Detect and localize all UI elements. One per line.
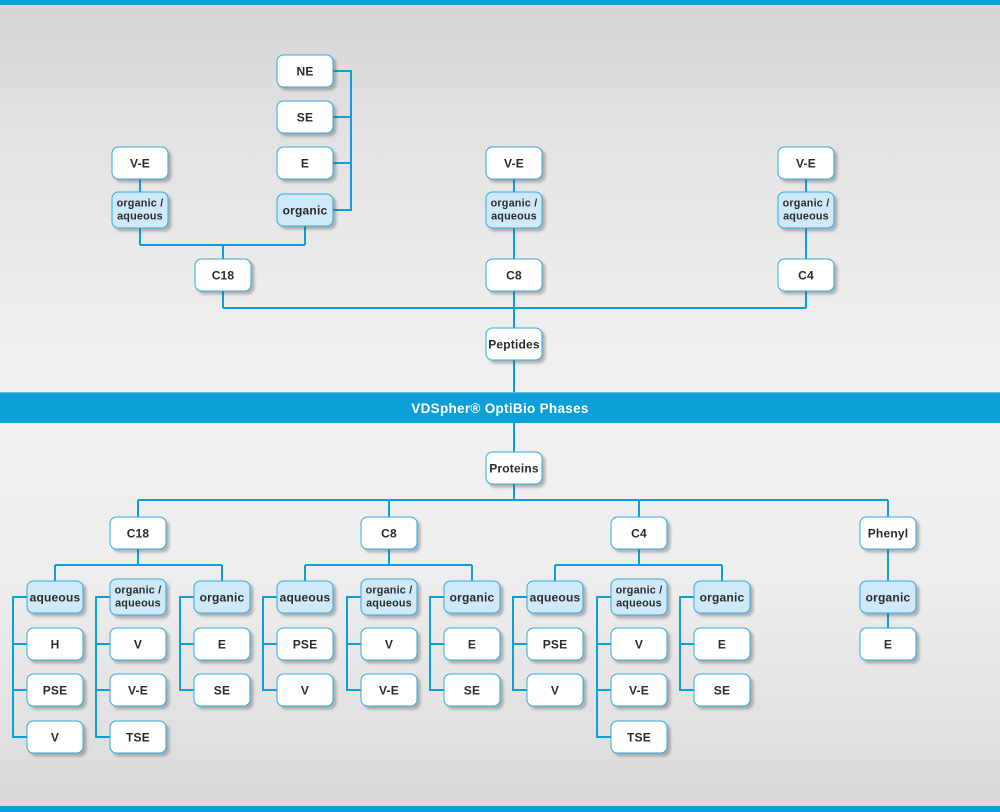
- proteins-c18-eluent-organic: organic: [193, 580, 251, 614]
- proteins-c4-aqueous-mode-v: V: [526, 673, 584, 707]
- proteins-c18-aqueous-mode-h: H: [26, 627, 84, 661]
- proteins-c4-eluent-aqueous: aqueous: [526, 580, 584, 614]
- proteins-c4-aqueous-mode-pse: PSE: [526, 627, 584, 661]
- connector-c8-orgaq-bracket: [346, 596, 361, 691]
- connector-c8-organic-bracket: [429, 596, 444, 691]
- proteins-root-node: Proteins: [485, 451, 543, 485]
- proteins-c4-eluent-orgaq: organic / aqueous: [610, 578, 668, 616]
- proteins-c8-organic-mode-e: E: [443, 627, 501, 661]
- peptides-phase-c4: C4: [777, 258, 835, 292]
- proteins-c18-eluent-aqueous: aqueous: [26, 580, 84, 614]
- peptides-c4-eluent-orgaq: organic / aqueous: [777, 191, 835, 229]
- proteins-phase-c4: C4: [610, 516, 668, 550]
- proteins-c4-organic-mode-se: SE: [693, 673, 751, 707]
- peptides-c4-orgaq-mode-ve: V-E: [777, 146, 835, 180]
- peptides-c18-organic-mode-e: E: [276, 146, 334, 180]
- proteins-c4-orgaq-mode-tse: TSE: [610, 720, 668, 754]
- proteins-phase-c8: C8: [360, 516, 418, 550]
- proteins-c18-organic-mode-se: SE: [193, 673, 251, 707]
- connector-c18-aqueous-bracket: [12, 596, 27, 738]
- connector-c4-organic-bracket: [679, 596, 694, 691]
- proteins-c18-organic-mode-e: E: [193, 627, 251, 661]
- connector-c4-aqueous-bracket: [512, 596, 527, 691]
- proteins-c18-orgaq-mode-ve: V-E: [109, 673, 167, 707]
- peptides-c18-organic-mode-se: SE: [276, 100, 334, 134]
- proteins-phase-phenyl: Phenyl: [859, 516, 917, 550]
- proteins-c8-organic-mode-se: SE: [443, 673, 501, 707]
- proteins-c4-orgaq-mode-ve: V-E: [610, 673, 668, 707]
- proteins-c4-orgaq-mode-v: V: [610, 627, 668, 661]
- peptides-c18-organic-mode-ne: NE: [276, 54, 334, 88]
- proteins-c18-orgaq-mode-tse: TSE: [109, 720, 167, 754]
- peptides-c8-orgaq-mode-ve: V-E: [485, 146, 543, 180]
- peptides-phase-c8: C8: [485, 258, 543, 292]
- peptides-phase-c18: C18: [194, 258, 252, 292]
- proteins-c18-orgaq-mode-v: V: [109, 627, 167, 661]
- connector-c4-orgaq-bracket: [596, 596, 611, 738]
- proteins-c18-eluent-orgaq: organic / aqueous: [109, 578, 167, 616]
- connector-peptides-organic-bracket: [333, 70, 352, 211]
- top-accent-bar: [0, 0, 1000, 5]
- connector-c18-orgaq-bracket: [95, 596, 110, 738]
- proteins-c8-aqueous-mode-pse: PSE: [276, 627, 334, 661]
- proteins-c8-eluent-orgaq: organic / aqueous: [360, 578, 418, 616]
- proteins-phenyl-organic-mode-e: E: [859, 627, 917, 661]
- connector-c18-organic-bracket: [179, 596, 194, 691]
- proteins-c4-organic-mode-e: E: [693, 627, 751, 661]
- peptides-root-node: Peptides: [485, 327, 543, 361]
- proteins-c8-orgaq-mode-v: V: [360, 627, 418, 661]
- proteins-c18-aqueous-mode-pse: PSE: [26, 673, 84, 707]
- proteins-c8-eluent-organic: organic: [443, 580, 501, 614]
- peptides-c18-eluent-organic: organic: [276, 193, 334, 227]
- connector-c8-aqueous-bracket: [262, 596, 277, 691]
- proteins-c18-aqueous-mode-v: V: [26, 720, 84, 754]
- product-banner: VDSpher® OptiBio Phases: [0, 392, 1000, 423]
- banner-title: VDSpher® OptiBio Phases: [411, 400, 589, 416]
- proteins-c8-eluent-aqueous: aqueous: [276, 580, 334, 614]
- proteins-c8-orgaq-mode-ve: V-E: [360, 673, 418, 707]
- proteins-c8-aqueous-mode-v: V: [276, 673, 334, 707]
- proteins-phenyl-eluent-organic: organic: [859, 580, 917, 614]
- bottom-accent-bar: [0, 806, 1000, 812]
- peptides-c18-eluent-orgaq: organic / aqueous: [111, 191, 169, 229]
- proteins-phase-c18: C18: [109, 516, 167, 550]
- peptides-c18-orgaq-mode-ve: V-E: [111, 146, 169, 180]
- peptides-c8-eluent-orgaq: organic / aqueous: [485, 191, 543, 229]
- proteins-c4-eluent-organic: organic: [693, 580, 751, 614]
